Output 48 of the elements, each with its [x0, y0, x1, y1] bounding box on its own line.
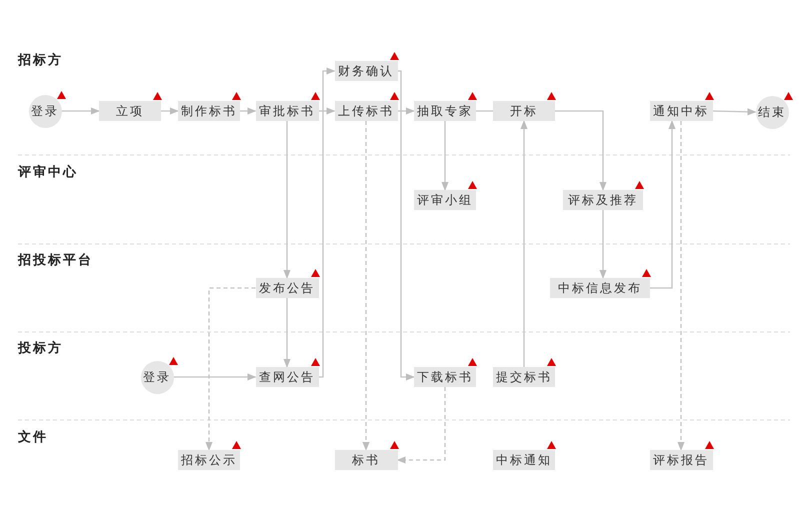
dashed-arrow: [205, 287, 256, 451]
lane-label: 招投标平台: [18, 252, 93, 269]
process-box: 招标公示: [178, 450, 240, 470]
arrow: [398, 70, 415, 381]
arrow: [174, 373, 256, 381]
circle-node: 结束: [756, 96, 788, 128]
arrow: [318, 107, 336, 115]
dashed-arrow: [677, 121, 685, 451]
process-box: 标书: [334, 450, 398, 470]
arrow: [520, 120, 528, 367]
process-box: 发布公告: [256, 278, 318, 298]
process-box: 立项: [99, 101, 161, 121]
dashed-arrow: [362, 121, 370, 451]
process-box: 上传标书: [334, 101, 398, 121]
arrow: [712, 108, 756, 116]
lane-label: 文件: [18, 428, 48, 446]
lane-label: 投标方: [18, 340, 63, 357]
process-box: 评标及推荐: [563, 190, 643, 210]
arrow: [599, 210, 607, 279]
process-box: 评标报告: [650, 450, 712, 470]
circle-node: 登录: [140, 360, 174, 394]
process-box: 中标信息发布: [550, 278, 650, 298]
connector-line: [476, 110, 493, 112]
process-box: 查网公告: [256, 367, 318, 387]
arrow: [62, 107, 100, 115]
process-box: 开标: [493, 101, 555, 121]
process-box: 审批标书: [256, 101, 318, 121]
process-box: 制作标书: [178, 101, 240, 121]
process-box: 提交标书: [493, 367, 555, 387]
circle-node: 登录: [28, 94, 62, 128]
process-box: 抽取专家: [414, 101, 476, 121]
arrow: [441, 121, 449, 191]
arrow: [283, 121, 291, 279]
process-box: 评审小组: [414, 190, 476, 210]
process-box: 财务确认: [334, 61, 398, 81]
arrow: [283, 298, 291, 368]
arrow: [240, 107, 256, 115]
arrow: [650, 120, 676, 289]
arrow: [555, 110, 607, 191]
lane-label: 招标方: [18, 52, 63, 69]
process-box: 通知中标: [650, 101, 712, 121]
dashed-arrow: [396, 387, 446, 464]
lane-label: 评审中心: [18, 164, 78, 181]
arrow: [318, 67, 336, 378]
arrow: [161, 107, 179, 115]
process-box: 中标通知: [493, 450, 555, 470]
process-box: 下载标书: [414, 367, 476, 387]
arrow: [398, 107, 415, 115]
